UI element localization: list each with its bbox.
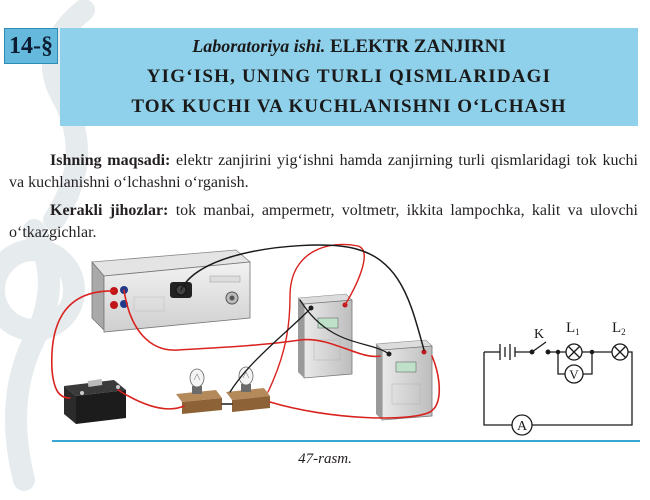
equipment-text: tok manbai, ampermetr, voltmetr, ikkita … — [9, 202, 638, 241]
ammeter-symbol-label: A — [517, 419, 528, 434]
voltmeter-symbol-label: V — [569, 367, 579, 382]
power-supply — [91, 249, 251, 333]
figure-caption: 47-rasm. — [298, 451, 352, 467]
switch-label: K — [534, 327, 544, 342]
title-line-2: YIG‘ISH, UNING TURLI QISMLARIDAGI — [146, 66, 552, 87]
title-line-1: Laboratoriya ishi. ELEKTR ZANJIRNI — [60, 36, 638, 58]
voltmeter-device — [297, 293, 353, 379]
goal-paragraph: Ishning maqsadi: elektr zanjirini yig‘is… — [9, 150, 638, 194]
equipment-paragraph: Kerakli jihozlar: tok manbai, ampermetr,… — [9, 200, 638, 244]
caption-rule — [52, 440, 640, 442]
lamp-1-label: L1 — [566, 320, 580, 337]
title-prefix: Laboratoriya ishi. — [192, 36, 326, 56]
goal-text: elektr zanjirini yig‘ishni hamda zanjirn… — [9, 152, 639, 191]
lamp-2-device — [226, 366, 270, 412]
figure-47: K L1 L2 V A — [50, 243, 633, 436]
key-switch — [64, 379, 126, 424]
goal-label: Ishning maqsadi: — [50, 152, 171, 169]
title-line-1-rest: ELEKTR ZANJIRNI — [329, 36, 506, 57]
ammeter-device — [375, 339, 433, 421]
title-line-3: TOK KUCHI VA KUCHLANISHNI O‘LCHASH — [131, 96, 567, 117]
title-band: Laboratoriya ishi. ELEKTR ZANJIRNI YIG‘I… — [60, 28, 638, 126]
section-number: 14-§ — [9, 32, 53, 59]
lamp-1-device — [176, 368, 222, 414]
circuit-diagram — [483, 341, 633, 436]
lamp-2-label: L2 — [612, 320, 626, 337]
equipment-label: Kerakli jihozlar: — [50, 202, 169, 219]
connecting-wires — [50, 243, 441, 419]
section-number-badge: 14-§ — [4, 28, 58, 64]
circuit-labels: K L1 L2 V A — [517, 320, 626, 434]
